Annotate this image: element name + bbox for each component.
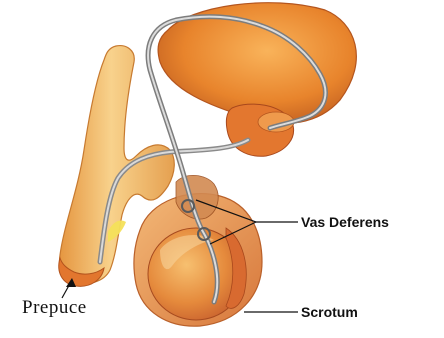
prepuce-label: Prepuce (22, 297, 87, 319)
scrotum-label: Scrotum (301, 304, 358, 320)
vas-deferens-label: Vas Deferens (301, 214, 389, 230)
